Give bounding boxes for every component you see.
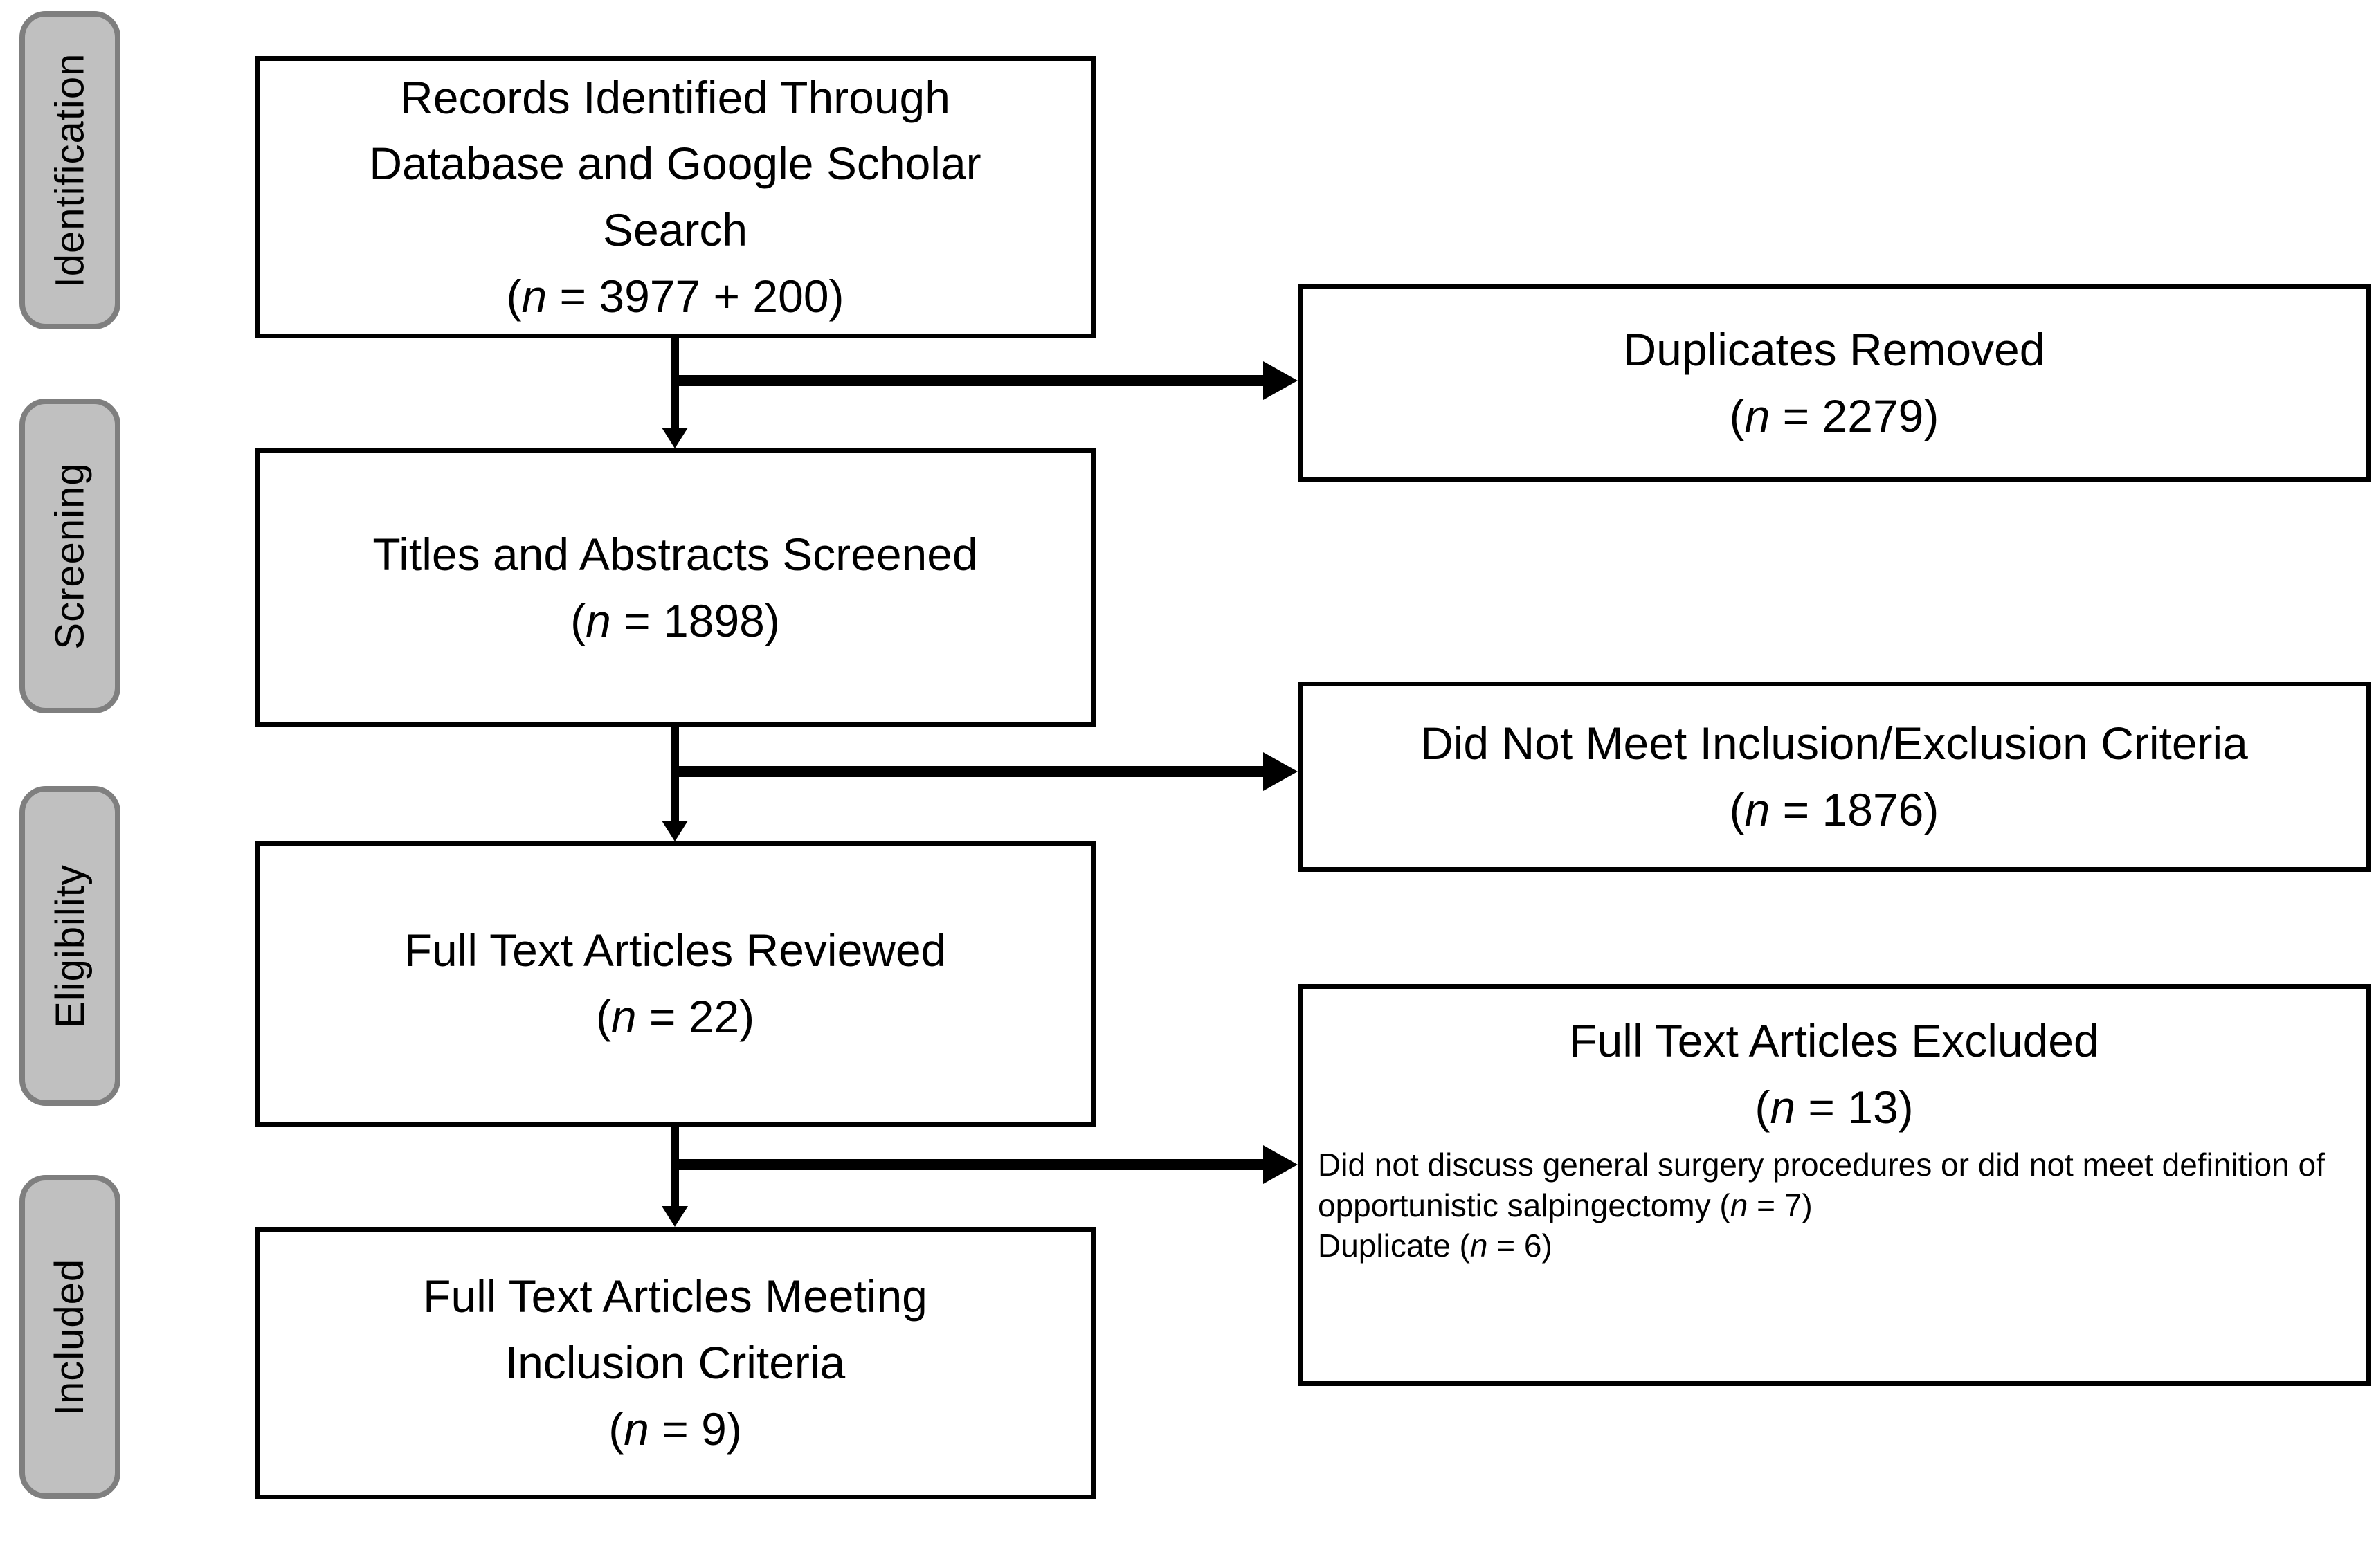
- count-n: n: [1744, 390, 1770, 441]
- reason-text: Duplicate (: [1318, 1228, 1470, 1264]
- count-value: = 6): [1487, 1228, 1552, 1264]
- arrow-down-icon: [662, 1206, 688, 1227]
- count-open: (: [570, 594, 586, 646]
- duplicates-removed-box: Duplicates Removed (n = 2279): [1298, 284, 2371, 482]
- stage-identification: Identification: [19, 11, 120, 329]
- count-line: (n = 3977 + 200): [506, 264, 844, 330]
- count-open: (: [1729, 390, 1745, 441]
- did-not-meet-criteria-box: Did Not Meet Inclusion/Exclusion Criteri…: [1298, 682, 2371, 872]
- count-open: (: [1755, 1081, 1770, 1133]
- arrow-right-line: [671, 1159, 1263, 1170]
- count-open: (: [506, 270, 522, 322]
- stage-included-label: Included: [47, 1258, 93, 1416]
- count-value: = 1898): [610, 594, 780, 646]
- box-text-line: Full Text Articles Excluded: [1569, 1015, 2099, 1066]
- box-text-line: Duplicates Removed: [1623, 323, 2045, 375]
- box-text-line: Inclusion Criteria: [505, 1337, 846, 1389]
- arrow-right-icon: [1263, 1145, 1298, 1184]
- box-text-line: Records Identified Through: [400, 71, 950, 123]
- count-line: (n = 22): [596, 984, 754, 1050]
- count-value: = 22): [636, 991, 755, 1042]
- full-text-reviewed-box: Full Text Articles Reviewed (n = 22): [255, 841, 1096, 1127]
- arrow-right-line: [671, 766, 1263, 777]
- count-line: (n = 13): [1755, 1075, 1913, 1141]
- count-line: (n = 1898): [570, 588, 780, 655]
- arrow-right-icon: [1263, 752, 1298, 791]
- stage-identification-label: Identification: [47, 53, 93, 288]
- reason-text: Did not discuss general surgery procedur…: [1318, 1147, 2325, 1223]
- box-text-line: Titles and Abstracts Screened: [372, 528, 978, 580]
- count-line: (n = 1876): [1730, 777, 1939, 844]
- arrow-right-icon: [1263, 361, 1298, 400]
- arrow-down-icon: [662, 821, 688, 841]
- count-value: = 1876): [1770, 783, 1939, 835]
- count-n: n: [586, 594, 611, 646]
- count-n: n: [624, 1403, 649, 1455]
- count-n: n: [610, 991, 637, 1042]
- count-line: (n = 2279): [1730, 383, 1939, 450]
- stage-eligibility-label: Eligibility: [47, 864, 93, 1028]
- exclusion-reasons: Did not discuss general surgery procedur…: [1303, 1140, 2366, 1266]
- count-value: = 2279): [1770, 390, 1939, 441]
- box-text-line: Did Not Meet Inclusion/Exclusion Criteri…: [1420, 717, 2248, 769]
- stage-included: Included: [19, 1175, 120, 1499]
- exclusion-reason: Duplicate (n = 6): [1318, 1225, 2350, 1266]
- count-n: n: [521, 270, 547, 322]
- count-value: = 3977 + 200): [547, 270, 844, 322]
- box-text-line: Full Text Articles Reviewed: [404, 924, 947, 976]
- stage-screening-label: Screening: [47, 462, 93, 650]
- titles-abstracts-screened-box: Titles and Abstracts Screened (n = 1898): [255, 448, 1096, 727]
- count-open: (: [595, 991, 611, 1042]
- exclusion-reason: Did not discuss general surgery procedur…: [1318, 1145, 2350, 1225]
- count-n: n: [1730, 1187, 1748, 1223]
- full-text-excluded-box: Full Text Articles Excluded (n = 13) Did…: [1298, 984, 2371, 1386]
- count-open: (: [608, 1403, 624, 1455]
- records-identified-box: Records Identified Through Database and …: [255, 56, 1096, 338]
- meeting-inclusion-criteria-box: Full Text Articles Meeting Inclusion Cri…: [255, 1227, 1096, 1499]
- stage-screening: Screening: [19, 399, 120, 713]
- count-open: (: [1729, 783, 1745, 835]
- box-text-line: Database and Google Scholar: [369, 138, 981, 190]
- arrow-down-icon: [662, 428, 688, 448]
- box-text-line: Search: [602, 204, 748, 255]
- count-value: = 13): [1795, 1081, 1914, 1133]
- box-text-line: Full Text Articles Meeting: [423, 1270, 927, 1322]
- count-line: (n = 9): [608, 1396, 742, 1463]
- count-value: = 7): [1748, 1187, 1813, 1223]
- arrow-right-line: [671, 375, 1263, 386]
- stage-eligibility: Eligibility: [19, 786, 120, 1106]
- count-n: n: [1469, 1228, 1488, 1264]
- count-n: n: [1744, 783, 1770, 835]
- count-n: n: [1770, 1081, 1796, 1133]
- count-value: = 9): [649, 1403, 742, 1455]
